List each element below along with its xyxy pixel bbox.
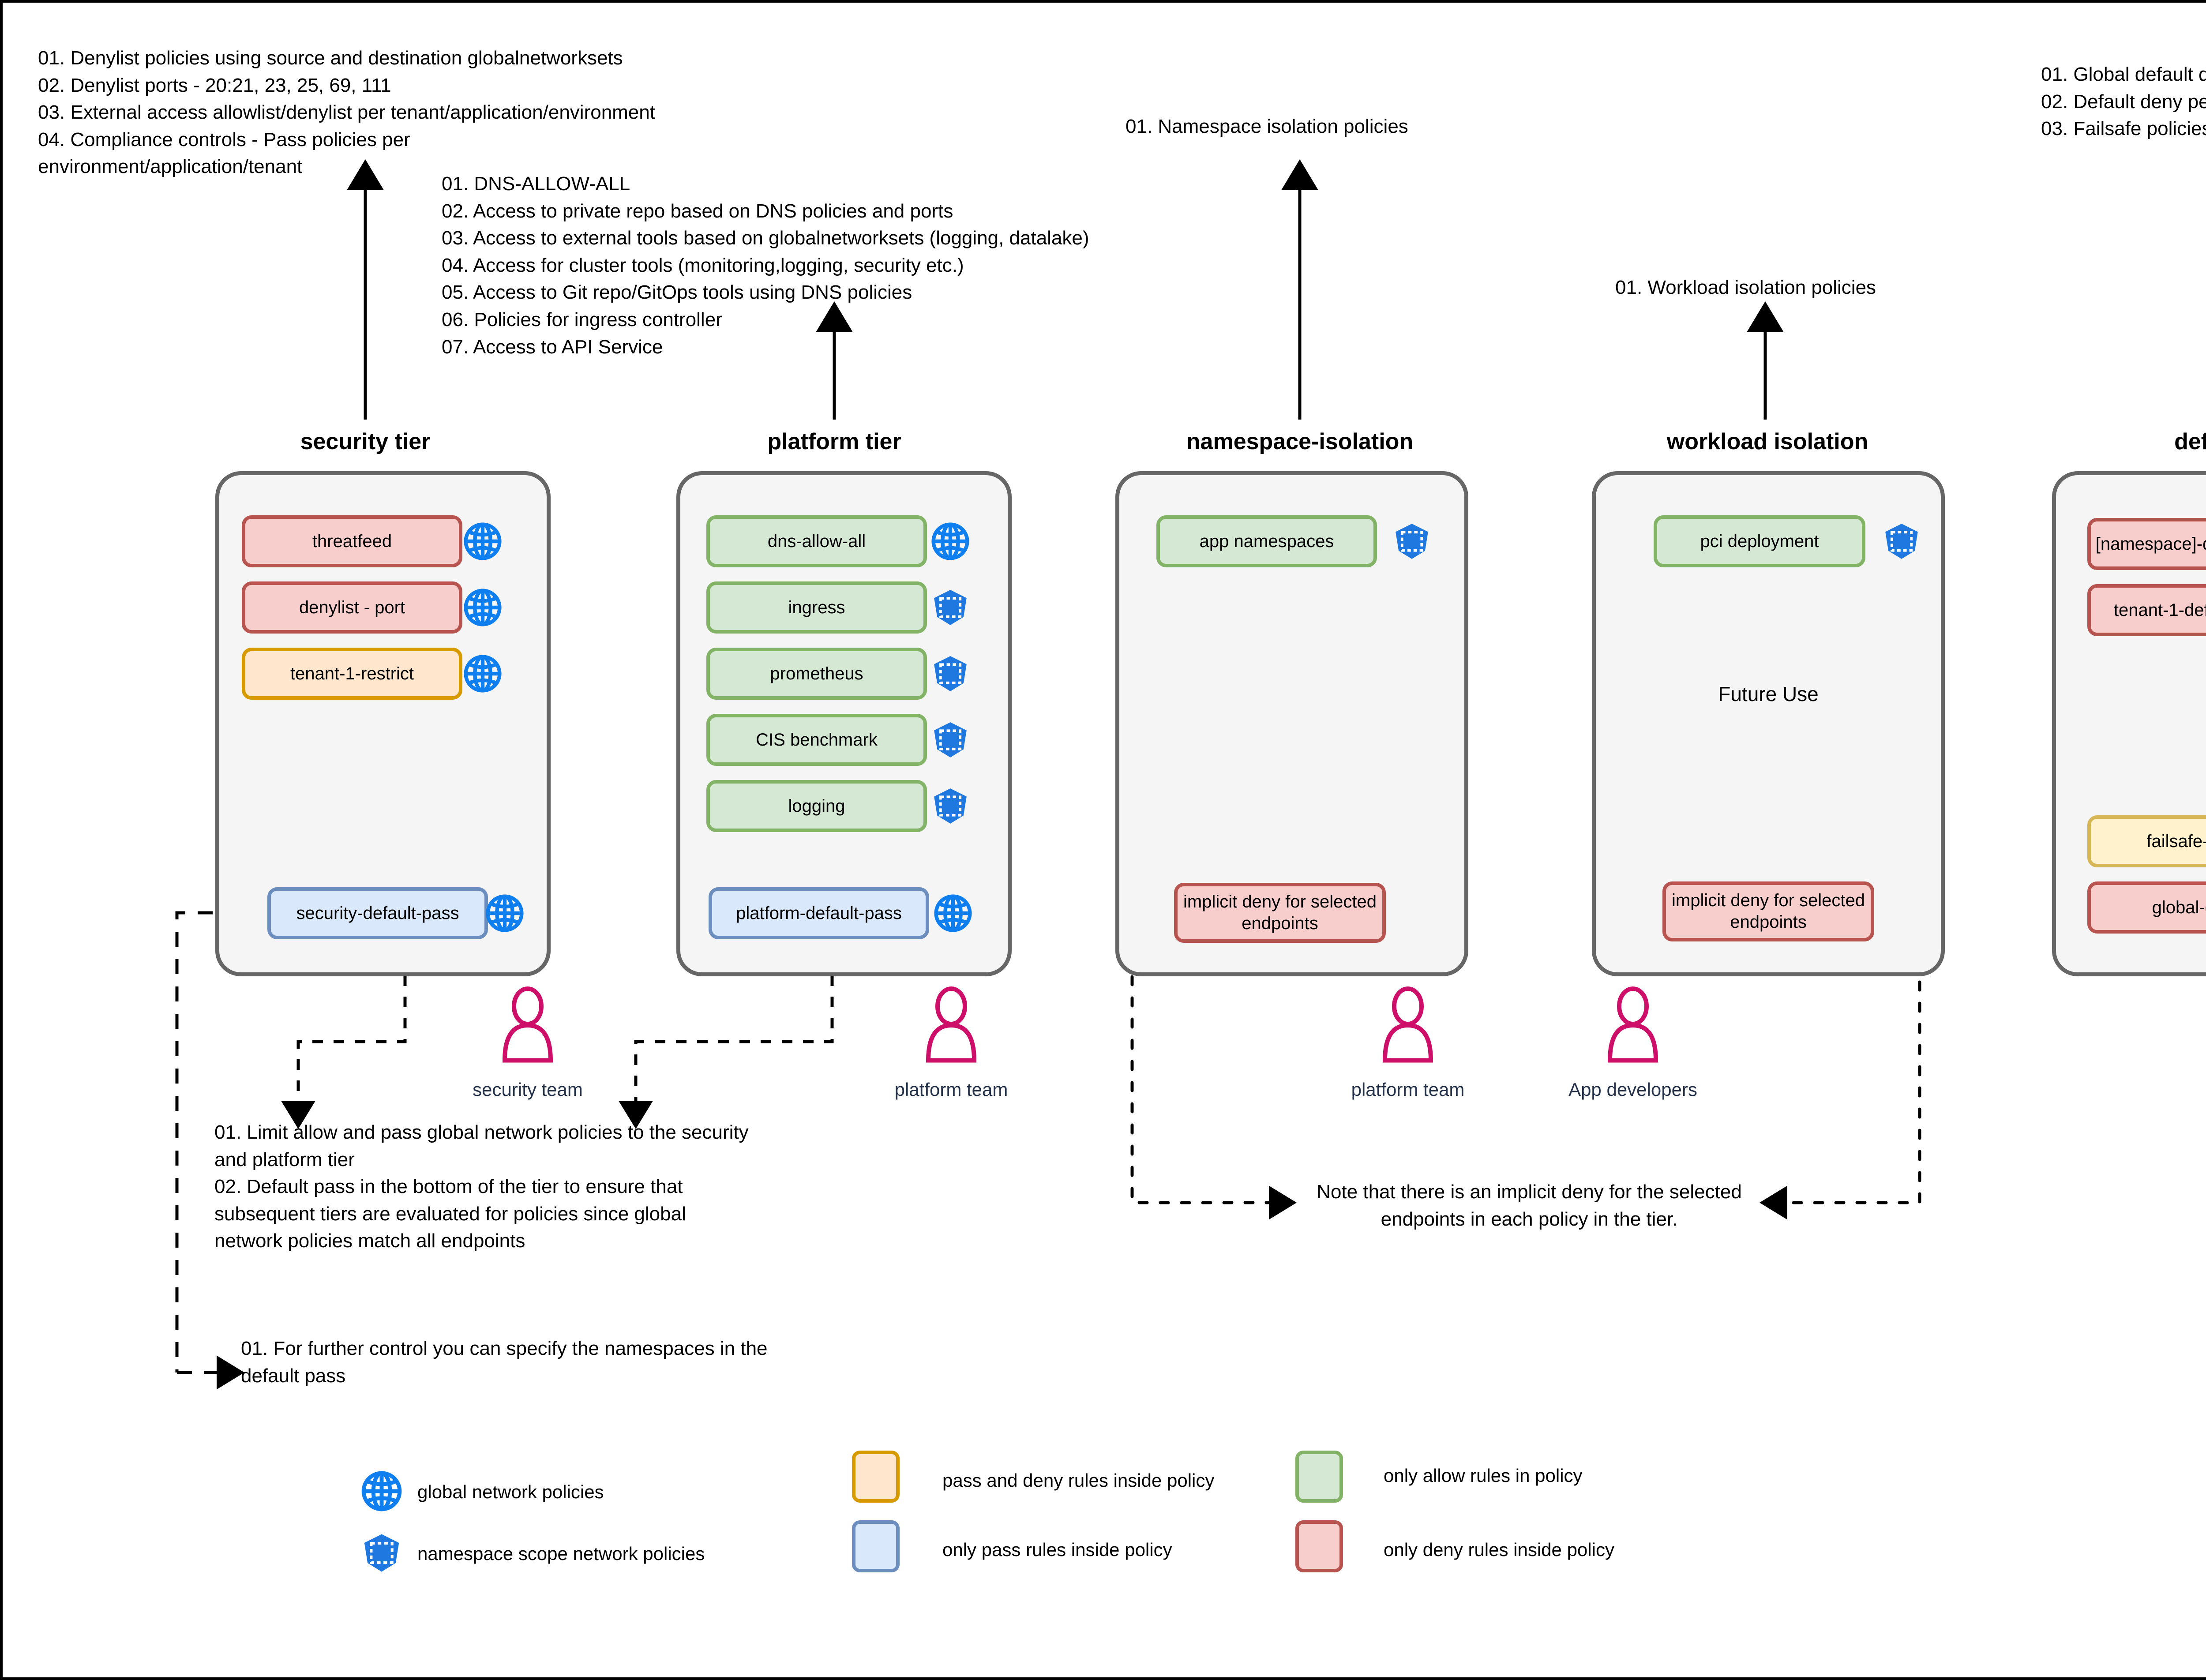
globe-icon (361, 1471, 402, 1511)
persona-label-platform-team: platform team (894, 1079, 1008, 1100)
policy-chip-logging[interactable]: logging (706, 780, 927, 832)
callout-implicit-deny: Note that there is an implicit deny for … (1317, 1181, 1742, 1230)
globe-icon (934, 894, 972, 932)
policy-chip-dns-allow-all[interactable]: dns-allow-all (706, 515, 927, 567)
policy-chip-platform-default-pass[interactable]: platform-default-pass (709, 887, 929, 939)
person-icon (502, 986, 553, 1063)
namespace-scope-icon (1396, 524, 1428, 559)
policy-chip-ingress[interactable]: ingress (706, 581, 927, 634)
workload-future-use-label: Future Use (1718, 682, 1819, 705)
legend-label-pass-and-deny: pass and deny rules inside policy (942, 1470, 1215, 1491)
person-icon (1382, 986, 1433, 1063)
tier-title-platform: platform tier (767, 429, 901, 454)
globe-icon (464, 655, 502, 693)
security-tier-note-wire (281, 975, 407, 1129)
namespace-scope-icon (1885, 524, 1918, 559)
persona-label-platform-team-2: platform team (1351, 1079, 1465, 1100)
persona-label-security-team: security team (473, 1079, 583, 1100)
globe-icon (486, 894, 524, 932)
legend-swatch-only-pass (852, 1520, 900, 1572)
policy-chip-global-deny[interactable]: global-deny (2087, 881, 2206, 934)
legend-label-only-allow: only allow rules in policy (1384, 1465, 1583, 1486)
policy-chip-implicit-deny-namespace[interactable]: implicit deny for selected endpoints (1174, 883, 1386, 943)
policy-chip-app-namespaces[interactable]: app namespaces (1156, 515, 1377, 567)
namespace-scope-icon (934, 788, 967, 824)
globe-icon (464, 522, 502, 560)
globe-icon (931, 522, 969, 560)
globe-icon (464, 589, 502, 626)
legend-swatch-only-allow (1295, 1451, 1343, 1503)
policy-chip-namespace-default-deny[interactable]: [namespace]-default-deny (2087, 518, 2206, 570)
tier-title-namespace-isolation: namespace-isolation (1186, 429, 1414, 454)
namespace-scope-icon (934, 656, 967, 691)
namespace-scope-icon (934, 590, 967, 625)
note-namespace-isolation: 01. Namespace isolation policies (1126, 116, 1408, 137)
namespace-scope-icon (934, 722, 967, 758)
legend-swatch-pass-and-deny (852, 1451, 900, 1503)
person-icon (926, 986, 977, 1063)
policy-chip-prometheus[interactable]: prometheus (706, 648, 927, 700)
persona-label-app-developers: App developers (1568, 1079, 1697, 1100)
policy-chip-implicit-deny-workload[interactable]: implicit deny for selected endpoints (1662, 881, 1874, 941)
legend-label-only-deny: only deny rules inside policy (1384, 1539, 1614, 1560)
legend-swatch-only-deny (1295, 1520, 1343, 1572)
policy-chip-threatfeed[interactable]: threatfeed (242, 515, 462, 567)
policy-chip-failsafe-allow[interactable]: failsafe-allow (2087, 815, 2206, 867)
legend-label-only-pass: only pass rules inside policy (942, 1539, 1172, 1560)
legend-label-namespace-scope-policies: namespace scope network policies (417, 1543, 705, 1564)
platform-tier-note-wire (619, 975, 834, 1129)
note-workload-isolation: 01. Workload isolation policies (1615, 277, 1876, 298)
note-default-tier: 01. Global default deny 02. Default deny… (2041, 64, 2206, 140)
namespace-scope-icon (364, 1534, 399, 1572)
policy-chip-security-default-pass[interactable]: security-default-pass (267, 887, 488, 939)
person-icon (1607, 986, 1658, 1063)
policy-chip-pci-deployment[interactable]: pci deployment (1654, 515, 1865, 567)
note-security-tier: 01. Denylist policies using source and d… (38, 47, 655, 178)
policy-chip-tenant-1-restrict[interactable]: tenant-1-restrict (242, 648, 462, 700)
tier-title-workload-isolation: workload isolation (1666, 429, 1868, 454)
note-platform-tier: 01. DNS-ALLOW-ALL 02. Access to private … (442, 173, 1089, 358)
policy-chip-cis-benchmark[interactable]: CIS benchmark (706, 714, 927, 766)
tier-title-security: security tier (300, 429, 431, 454)
legend-label-global-network-policies: global network policies (417, 1481, 604, 1502)
callout-security-bottom: 01. Limit allow and pass global network … (214, 1121, 749, 1252)
callout-default-pass: 01. For further control you can specify … (241, 1338, 768, 1387)
policy-chip-denylist-port[interactable]: denylist - port (242, 581, 462, 634)
policy-chip-tenant-1-default-deny[interactable]: tenant-1-default-deny (2087, 584, 2206, 636)
tier-title-default: default tier (2174, 429, 2206, 454)
